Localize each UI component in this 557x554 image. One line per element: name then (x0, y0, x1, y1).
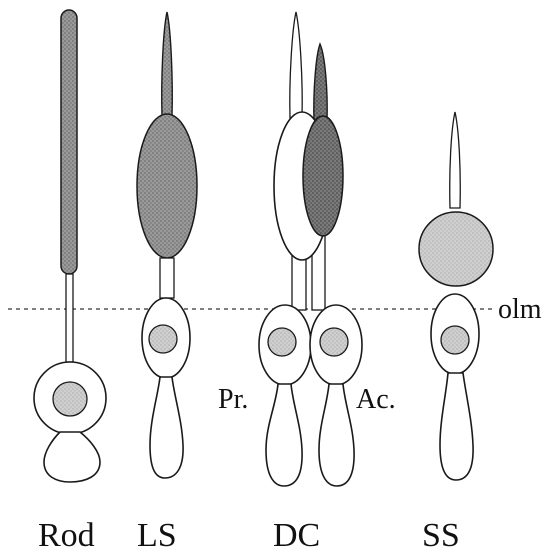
dc-principal-nucleus (268, 328, 296, 356)
ss-label: SS (422, 517, 460, 554)
ss-outer-segment (450, 112, 461, 208)
ls-cone-cell (137, 12, 197, 478)
olm-label: olm (498, 294, 542, 325)
ls-nucleus (149, 325, 177, 353)
ss-cone-cell (419, 112, 493, 480)
ss-ellipsoid (419, 212, 493, 286)
rod-synaptic-terminal (44, 432, 100, 482)
rod-cell (34, 10, 106, 482)
dc-principal-outer-segment (290, 12, 302, 118)
dc-label: DC (273, 517, 320, 554)
ls-label: LS (137, 517, 177, 554)
ss-axon (440, 373, 473, 480)
dc-accessory-nucleus (320, 328, 348, 356)
dc-principal-axon (266, 384, 302, 486)
ls-myoid (160, 258, 174, 298)
rod-inner-segment (66, 274, 73, 362)
ss-nucleus (441, 326, 469, 354)
rod-label: Rod (38, 517, 95, 554)
ac-label: Ac. (356, 384, 396, 415)
ls-outer-segment (162, 12, 173, 116)
ls-axon (150, 377, 183, 478)
dc-accessory-ellipsoid (303, 116, 343, 236)
rod-outer-segment (61, 10, 77, 274)
dc-accessory-outer-segment (314, 44, 327, 122)
double-cone-cell (259, 12, 362, 486)
ls-ellipsoid (137, 114, 197, 258)
rod-nucleus (53, 382, 87, 416)
pr-label: Pr. (218, 384, 248, 415)
dc-accessory-axon (319, 384, 354, 486)
